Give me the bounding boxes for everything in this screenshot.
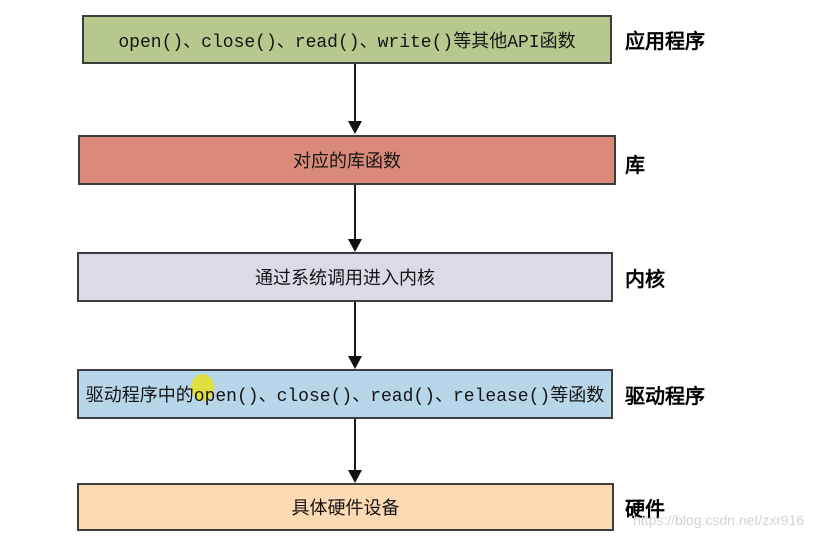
down-arrow (347, 185, 362, 252)
layer-label-library: 库 (625, 152, 645, 177)
layer-box-text-library: 对应的库函数 (293, 153, 401, 173)
layer-box-hardware: 具体硬件设备 (77, 483, 614, 531)
layer-box-text-application: open()、close()、read()、write()等其他API函数 (118, 32, 576, 53)
layer-label-hardware: 硬件 (625, 496, 665, 521)
layer-label-application: 应用程序 (625, 29, 705, 53)
arrow-down-icon (347, 239, 362, 252)
layer-label-kernel: 内核 (625, 266, 665, 291)
down-arrow (347, 64, 362, 134)
arrow-down-icon (347, 121, 362, 134)
layer-box-driver: 驱动程序中的open()、close()、read()、release()等函数 (77, 369, 613, 419)
layer-box-library: 对应的库函数 (78, 135, 616, 185)
arrow-line (353, 419, 356, 470)
arrow-down-icon (347, 470, 362, 483)
layer-label-driver: 驱动程序 (625, 383, 705, 408)
down-arrow (347, 419, 362, 483)
arrow-line (353, 64, 356, 121)
layer-box-text-kernel: 通过系统调用进入内核 (255, 270, 435, 290)
arrow-line (353, 185, 356, 239)
arrow-down-icon (347, 356, 362, 369)
layer-box-text-driver: 驱动程序中的open()、close()、read()、release()等函数 (85, 387, 605, 407)
layer-box-application: open()、close()、read()、write()等其他API函数 (82, 15, 612, 64)
layer-box-text-hardware: 具体硬件设备 (291, 500, 400, 520)
arrow-line (353, 302, 356, 356)
layer-box-kernel: 通过系统调用进入内核 (77, 252, 613, 302)
down-arrow (347, 302, 362, 369)
highlight-dot (191, 374, 214, 401)
watermark-url: https://blog.csdn.net/zxr916 (633, 512, 805, 528)
